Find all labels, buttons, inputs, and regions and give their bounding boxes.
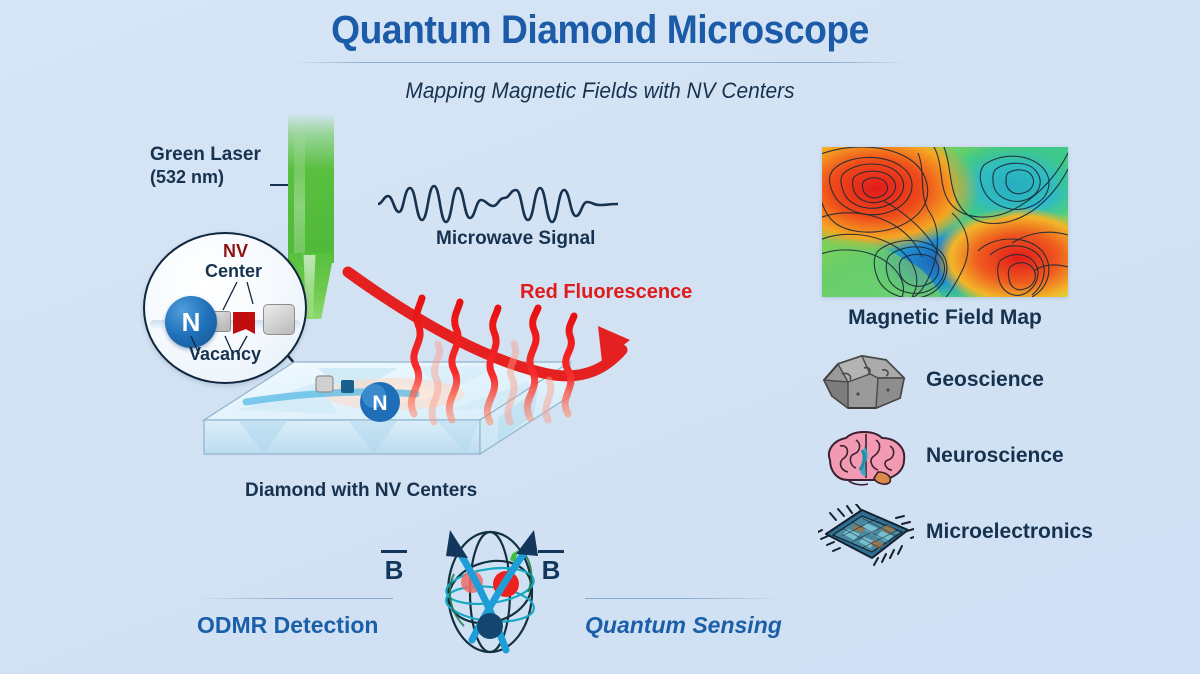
page-subtitle: Mapping Magnetic Fields with NV Centers [405,78,795,103]
application-item-geoscience: Geoscience [818,352,1118,414]
footer-divider-right [585,598,783,599]
center-label: Center [205,261,263,281]
rock-icon [822,355,906,410]
quantum-spin-atom-icon [445,530,538,654]
magnetic-field-map-caption: Magnetic Field Map [822,306,1068,330]
page-title: Quantum Diamond Microscope [331,8,869,52]
nv-leader-lines-icon [222,282,254,311]
application-label-geoscience: Geoscience [926,368,1044,391]
vacancy-leader-lines-icon [190,335,248,355]
red-fluorescence-emission [342,266,630,426]
b-field-label-left: B [381,550,407,586]
b-field-label-right: B [538,550,564,586]
vacancy-marker [233,312,255,334]
laser-body [288,113,334,263]
brain-icon [828,431,906,486]
lattice-atom-gray-large [263,304,295,335]
b-vector-overbar-left [381,550,407,553]
microchip-icon [818,504,914,566]
magnetic-field-map-caption-text: Magnetic Field Map [848,306,1042,329]
application-item-neuroscience: Neuroscience [818,428,1118,490]
red-fluorescence-label: Red Fluorescence [520,281,693,303]
application-item-microelectronics: Microelectronics [818,504,1118,566]
b-field-symbol-left: B [384,555,404,585]
green-laser-label-line2: (532 nm) [150,167,225,187]
b-field-symbol-right: B [541,555,561,585]
microwave-waveform-icon [378,184,618,224]
green-laser-label: Green Laser (532 nm) [150,144,290,188]
diamond-slab-label: Diamond with NV Centers [245,480,478,501]
nv-center-callout: NV Center N Vacancy [143,232,315,384]
b-vector-overbar-right [538,550,564,553]
footer-label-quantum-sensing: Quantum Sensing [585,612,782,638]
footer-label-odmr: ODMR Detection [197,612,379,638]
nv-label: NV [223,241,249,261]
footer-divider-left [195,598,393,599]
callout-lens: NV Center N Vacancy [143,232,307,384]
microwave-signal-label: Microwave Signal [436,228,596,249]
application-label-microelectronics: Microelectronics [926,520,1093,543]
title-divider [292,62,908,63]
green-laser-label-line1: Green Laser [150,144,261,165]
nitrogen-atom: N [165,296,217,348]
svg-text:N: N [372,392,387,415]
application-label-neuroscience: Neuroscience [926,444,1064,467]
diamond-slab: N [201,360,573,456]
magnetic-field-map [822,147,1068,297]
vacancy-label: Vacancy [189,344,262,364]
